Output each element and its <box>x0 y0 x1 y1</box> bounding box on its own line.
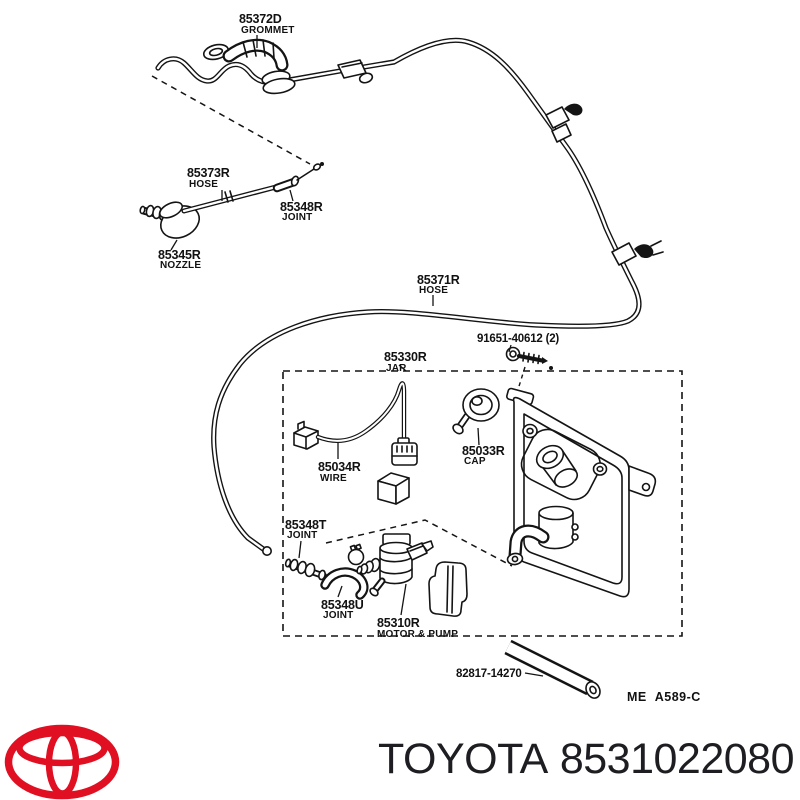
part-id: 85348T <box>285 518 327 532</box>
part-id: 85033R <box>462 444 505 458</box>
front-hose-drawing <box>181 184 279 214</box>
label-main-hose: 85371R HOSE <box>417 273 460 306</box>
label-nozzle: 85345R NOZZLE <box>158 239 201 271</box>
joint-u-drawing <box>320 567 369 600</box>
label-wire: 85034R WIRE <box>318 442 361 484</box>
label-protector-tube: 82817-14270 <box>456 668 544 680</box>
jar-assembly-box <box>282 370 683 637</box>
part-id: 85330R <box>384 350 427 364</box>
leader-line <box>508 344 512 353</box>
part-name: CAP <box>464 456 486 467</box>
leader-line <box>524 672 544 677</box>
protector-tube-drawing <box>504 639 601 699</box>
hose-clip-drawing <box>337 59 374 84</box>
hose-open-end <box>261 545 272 556</box>
part-id: 82817-14270 <box>456 668 522 680</box>
label-cap: 85033R CAP <box>462 427 505 467</box>
cube-part-drawing <box>377 472 410 505</box>
part-id: 85372D <box>239 12 282 26</box>
screw-drawing <box>505 346 553 370</box>
leader-line <box>298 540 302 559</box>
part-name: MOTOR & PUMP <box>377 629 458 640</box>
part-number: 8531022080 <box>559 735 795 783</box>
label-front-hose: 85373R HOSE <box>187 166 230 201</box>
footer-part-title: TOYOTA 8531022080 <box>378 738 794 781</box>
dashed-assembly-line <box>325 519 513 567</box>
leader-line <box>398 364 407 372</box>
wire-drawing <box>293 381 418 466</box>
part-name: WIRE <box>320 473 347 484</box>
nozzle-drawing <box>139 201 201 239</box>
label-screw: 91651-40612 (2) <box>477 333 560 353</box>
part-name: HOSE <box>189 179 218 190</box>
clamp-ring-drawing <box>347 543 365 566</box>
leader-line <box>477 427 480 446</box>
label-motor-pump: 85310R MOTOR & PUMP <box>377 583 458 640</box>
front-joint-drawing <box>272 162 324 193</box>
part-id: 85310R <box>377 616 420 630</box>
part-id: 85371R <box>417 273 460 287</box>
part-name: GROMMET <box>241 25 295 36</box>
label-jar: 85330R JAR <box>384 350 427 374</box>
label-grommet: 85372D GROMMET <box>239 12 295 48</box>
part-id: 85348R <box>280 200 323 214</box>
part-name: JOINT <box>323 610 353 621</box>
brand-name: TOYOTA <box>378 735 548 783</box>
part-id: 85373R <box>187 166 230 180</box>
leader-line <box>400 583 407 616</box>
hose-clamp-upper <box>545 103 583 143</box>
part-id: 85345R <box>158 248 201 262</box>
label-joint-u: 85348U JOINT <box>321 585 364 621</box>
grommet-drawing <box>202 38 296 95</box>
part-name: JOINT <box>287 530 317 541</box>
joint-t-drawing <box>284 558 328 581</box>
part-id: 85034R <box>318 460 361 474</box>
part-name: JOINT <box>282 212 312 223</box>
part-name: NOZZLE <box>160 260 201 271</box>
main-hose-drawing <box>155 37 642 556</box>
hose-clamp-lower <box>611 240 664 266</box>
jar-drawing <box>506 387 657 598</box>
bracket-drawing <box>428 561 468 617</box>
part-id: 91651-40612 (2) <box>477 333 559 345</box>
part-id: 85348U <box>321 598 364 612</box>
cap-drawing <box>452 388 500 435</box>
part-name: JAR <box>386 363 407 374</box>
leader-line <box>170 239 178 251</box>
leader-line <box>337 585 343 598</box>
toyota-logo-icon <box>4 724 120 800</box>
leader-line <box>289 189 294 202</box>
label-joint-t: 85348T JOINT <box>285 518 327 559</box>
part-name: HOSE <box>419 285 448 296</box>
motor-pump-drawing <box>356 533 434 597</box>
dashed-guide-line <box>151 75 311 165</box>
label-front-joint: 85348R JOINT <box>280 189 323 223</box>
